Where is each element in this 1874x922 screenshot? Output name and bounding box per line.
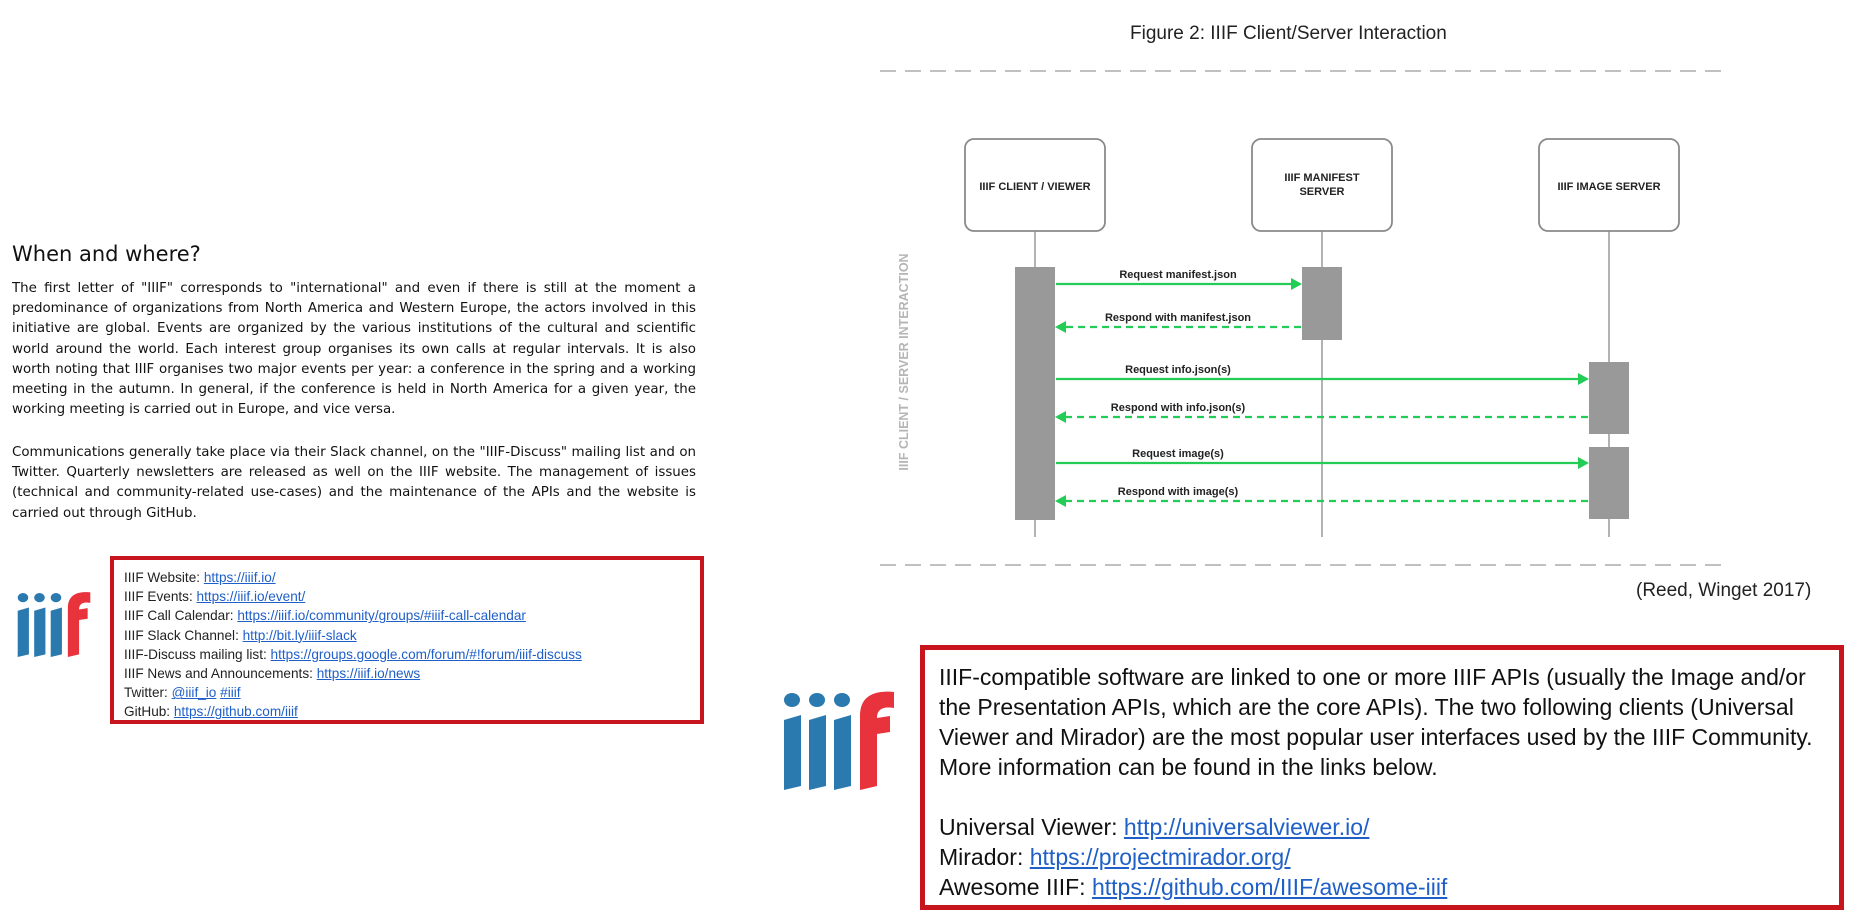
- clients-info-box: IIIF-compatible software are linked to o…: [920, 645, 1844, 910]
- website-link[interactable]: https://iiif.io/: [203, 570, 276, 585]
- image-server-box: [1538, 138, 1680, 232]
- manifest-server-label-line1: IIIF MANIFEST: [1284, 172, 1359, 184]
- request-info-arrowhead: [1578, 373, 1589, 385]
- link-row-slack: IIIF Slack Channel: http://bit.ly/iiif-s…: [124, 627, 357, 643]
- respond-info-arrowhead: [1055, 411, 1066, 423]
- link-row-news: IIIF News and Announcements: https://iii…: [124, 666, 421, 682]
- request-image-label: Request image(s): [1132, 448, 1224, 460]
- link-row-discuss: IIIF-Discuss mailing list: https://group…: [124, 646, 582, 662]
- iiif-logo: [17, 592, 91, 657]
- request-manifest-arrowhead: [1291, 278, 1302, 290]
- client-viewer-box: [964, 138, 1106, 232]
- iiif-links-box: IIIF Website: https://iiif.io/ IIIF Even…: [110, 556, 704, 724]
- request-image-arrowhead: [1578, 457, 1589, 469]
- manifest-server-box: [1251, 138, 1393, 232]
- clients-info-text: IIIF-compatible software are linked to o…: [939, 664, 1813, 780]
- awesome-iiif-link[interactable]: https://github.com/IIIF/awesome-iiif: [1091, 874, 1448, 900]
- image-activation-bar-1: [1589, 362, 1629, 434]
- figure-caption: Figure 2: IIIF Client/Server Interaction: [1130, 23, 1447, 44]
- image-server-label: IIIF IMAGE SERVER: [1557, 181, 1660, 193]
- respond-info-label: Respond with info.json(s): [1111, 402, 1246, 414]
- twitter-hashtag-link[interactable]: #iiif: [220, 685, 241, 701]
- awesome-iiif-row: Awesome IIIF: https://github.com/IIIF/aw…: [939, 874, 1448, 900]
- diagram-side-label: IIIF CLIENT / SERVER INTERACTION: [897, 253, 911, 470]
- respond-manifest-arrowhead: [1055, 321, 1066, 333]
- client-viewer-label: IIIF CLIENT / VIEWER: [979, 181, 1090, 193]
- section-title: When and where?: [12, 242, 201, 266]
- request-manifest-label: Request manifest.json: [1119, 269, 1237, 281]
- link-row-call-calendar: IIIF Call Calendar: https://iiif.io/comm…: [124, 608, 526, 624]
- paragraph-events: The first letter of "IIIF" corresponds t…: [12, 281, 696, 418]
- iiif-logo-large: [784, 691, 894, 790]
- image-activation-bar-2: [1589, 447, 1629, 519]
- manifest-activation-bar: [1302, 267, 1342, 340]
- twitter-link[interactable]: @iiif_io: [171, 685, 217, 701]
- call-calendar-link[interactable]: https://iiif.io/community/groups/#iiif-c…: [237, 608, 526, 624]
- mirador-link[interactable]: https://projectmirador.org/: [1029, 844, 1291, 870]
- paragraph-communications: Communications generally take place via …: [12, 445, 696, 521]
- respond-image-arrowhead: [1055, 495, 1066, 507]
- news-link[interactable]: https://iiif.io/news: [316, 666, 421, 682]
- request-info-label: Request info.json(s): [1125, 364, 1231, 376]
- discuss-link[interactable]: https://groups.google.com/forum/#!forum/…: [270, 646, 582, 662]
- manifest-server-label-line2: SERVER: [1299, 186, 1344, 198]
- respond-manifest-label: Respond with manifest.json: [1105, 312, 1251, 324]
- events-link[interactable]: https://iiif.io/event/: [196, 589, 306, 605]
- link-row-twitter: Twitter: @iiif_io #iiif: [124, 685, 241, 701]
- figure-citation: (Reed, Winget 2017): [1636, 580, 1812, 601]
- github-link[interactable]: https://github.com/iiif: [173, 704, 298, 720]
- client-activation-bar: [1015, 267, 1055, 520]
- link-row-github: GitHub: https://github.com/iiif: [124, 704, 298, 720]
- slack-link[interactable]: http://bit.ly/iiif-slack: [242, 627, 357, 643]
- sequence-diagram: IIIF CLIENT / SERVER INTERACTION IIIF CL…: [880, 70, 1726, 566]
- mirador-row: Mirador: https://projectmirador.org/: [939, 844, 1291, 870]
- link-row-website: IIIF Website: https://iiif.io/: [124, 570, 276, 585]
- universal-viewer-row: Universal Viewer: http://universalviewer…: [939, 814, 1370, 840]
- link-row-events: IIIF Events: https://iiif.io/event/: [124, 589, 306, 605]
- universal-viewer-link[interactable]: http://universalviewer.io/: [1123, 814, 1370, 840]
- respond-image-label: Respond with image(s): [1118, 486, 1239, 498]
